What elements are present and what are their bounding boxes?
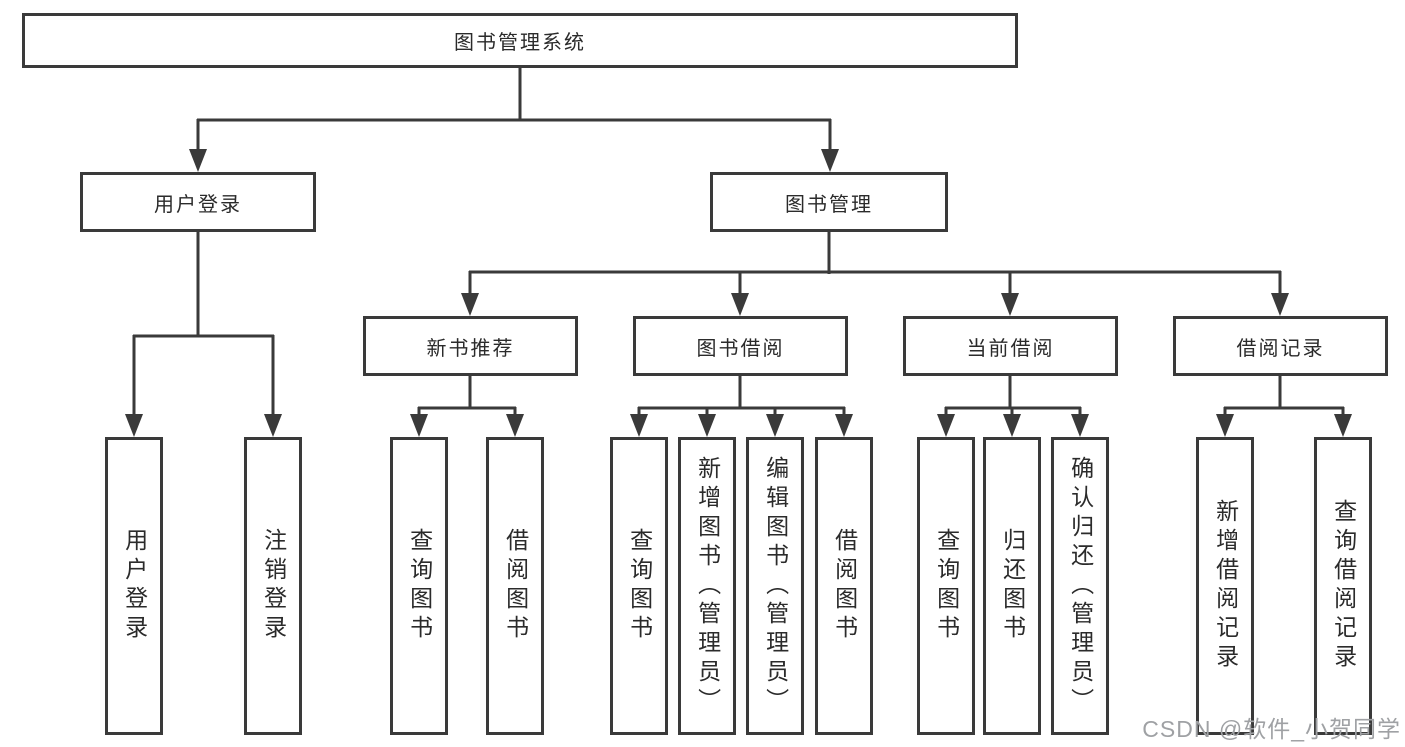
leaf-add-book-admin-label: 新增图书（管理员） bbox=[694, 455, 721, 717]
leaf-user-login-label: 用户登录 bbox=[121, 528, 148, 644]
leaf-edit-book-admin-label: 编辑图书（管理员） bbox=[762, 455, 789, 717]
node-root-system: 图书管理系统 bbox=[22, 13, 1018, 68]
leaf-query-borrow-record: 查询借阅记录 bbox=[1314, 437, 1372, 735]
leaf-logout-label: 注销登录 bbox=[260, 528, 287, 644]
leaf-query-books-1-label: 查询图书 bbox=[406, 528, 433, 644]
node-root-system-label: 图书管理系统 bbox=[454, 32, 586, 54]
leaf-return-book-label: 归还图书 bbox=[999, 528, 1026, 644]
leaf-edit-book-admin: 编辑图书（管理员） bbox=[746, 437, 804, 735]
node-new-book-recommend: 新书推荐 bbox=[363, 316, 578, 376]
leaf-confirm-return-admin: 确认归还（管理员） bbox=[1051, 437, 1109, 735]
node-book-borrowing: 图书借阅 bbox=[633, 316, 848, 376]
leaf-query-borrow-record-label: 查询借阅记录 bbox=[1330, 499, 1357, 673]
node-current-borrowing-label: 当前借阅 bbox=[966, 337, 1055, 360]
leaf-add-borrow-record-label: 新增借阅记录 bbox=[1212, 499, 1239, 673]
node-new-book-recommend-label: 新书推荐 bbox=[426, 337, 515, 360]
node-current-borrowing: 当前借阅 bbox=[903, 316, 1118, 376]
node-book-borrowing-label: 图书借阅 bbox=[696, 337, 785, 360]
csdn-watermark: CSDN @软件_小贺同学 bbox=[1142, 716, 1401, 742]
leaf-query-books-2: 查询图书 bbox=[610, 437, 668, 735]
leaf-borrow-books-2-label: 借阅图书 bbox=[831, 528, 858, 644]
leaf-query-books-1: 查询图书 bbox=[390, 437, 448, 735]
leaf-query-books-3-label: 查询图书 bbox=[933, 528, 960, 644]
leaf-user-login: 用户登录 bbox=[105, 437, 163, 735]
node-borrowing-records: 借阅记录 bbox=[1173, 316, 1388, 376]
leaf-query-books-3: 查询图书 bbox=[917, 437, 975, 735]
node-borrowing-records-label: 借阅记录 bbox=[1236, 337, 1325, 360]
node-user-login: 用户登录 bbox=[80, 172, 316, 232]
leaf-confirm-return-admin-label: 确认归还（管理员） bbox=[1067, 455, 1094, 717]
leaf-add-book-admin: 新增图书（管理员） bbox=[678, 437, 736, 735]
leaf-borrow-books-2: 借阅图书 bbox=[815, 437, 873, 735]
leaf-return-book: 归还图书 bbox=[983, 437, 1041, 735]
leaf-query-books-2-label: 查询图书 bbox=[626, 528, 653, 644]
leaf-add-borrow-record: 新增借阅记录 bbox=[1196, 437, 1254, 735]
node-user-login-label: 用户登录 bbox=[154, 193, 242, 216]
node-book-management: 图书管理 bbox=[710, 172, 948, 232]
leaf-borrow-books-1-label: 借阅图书 bbox=[502, 528, 529, 644]
leaf-borrow-books-1: 借阅图书 bbox=[486, 437, 544, 735]
node-book-management-label: 图书管理 bbox=[785, 193, 873, 216]
leaf-logout: 注销登录 bbox=[244, 437, 302, 735]
